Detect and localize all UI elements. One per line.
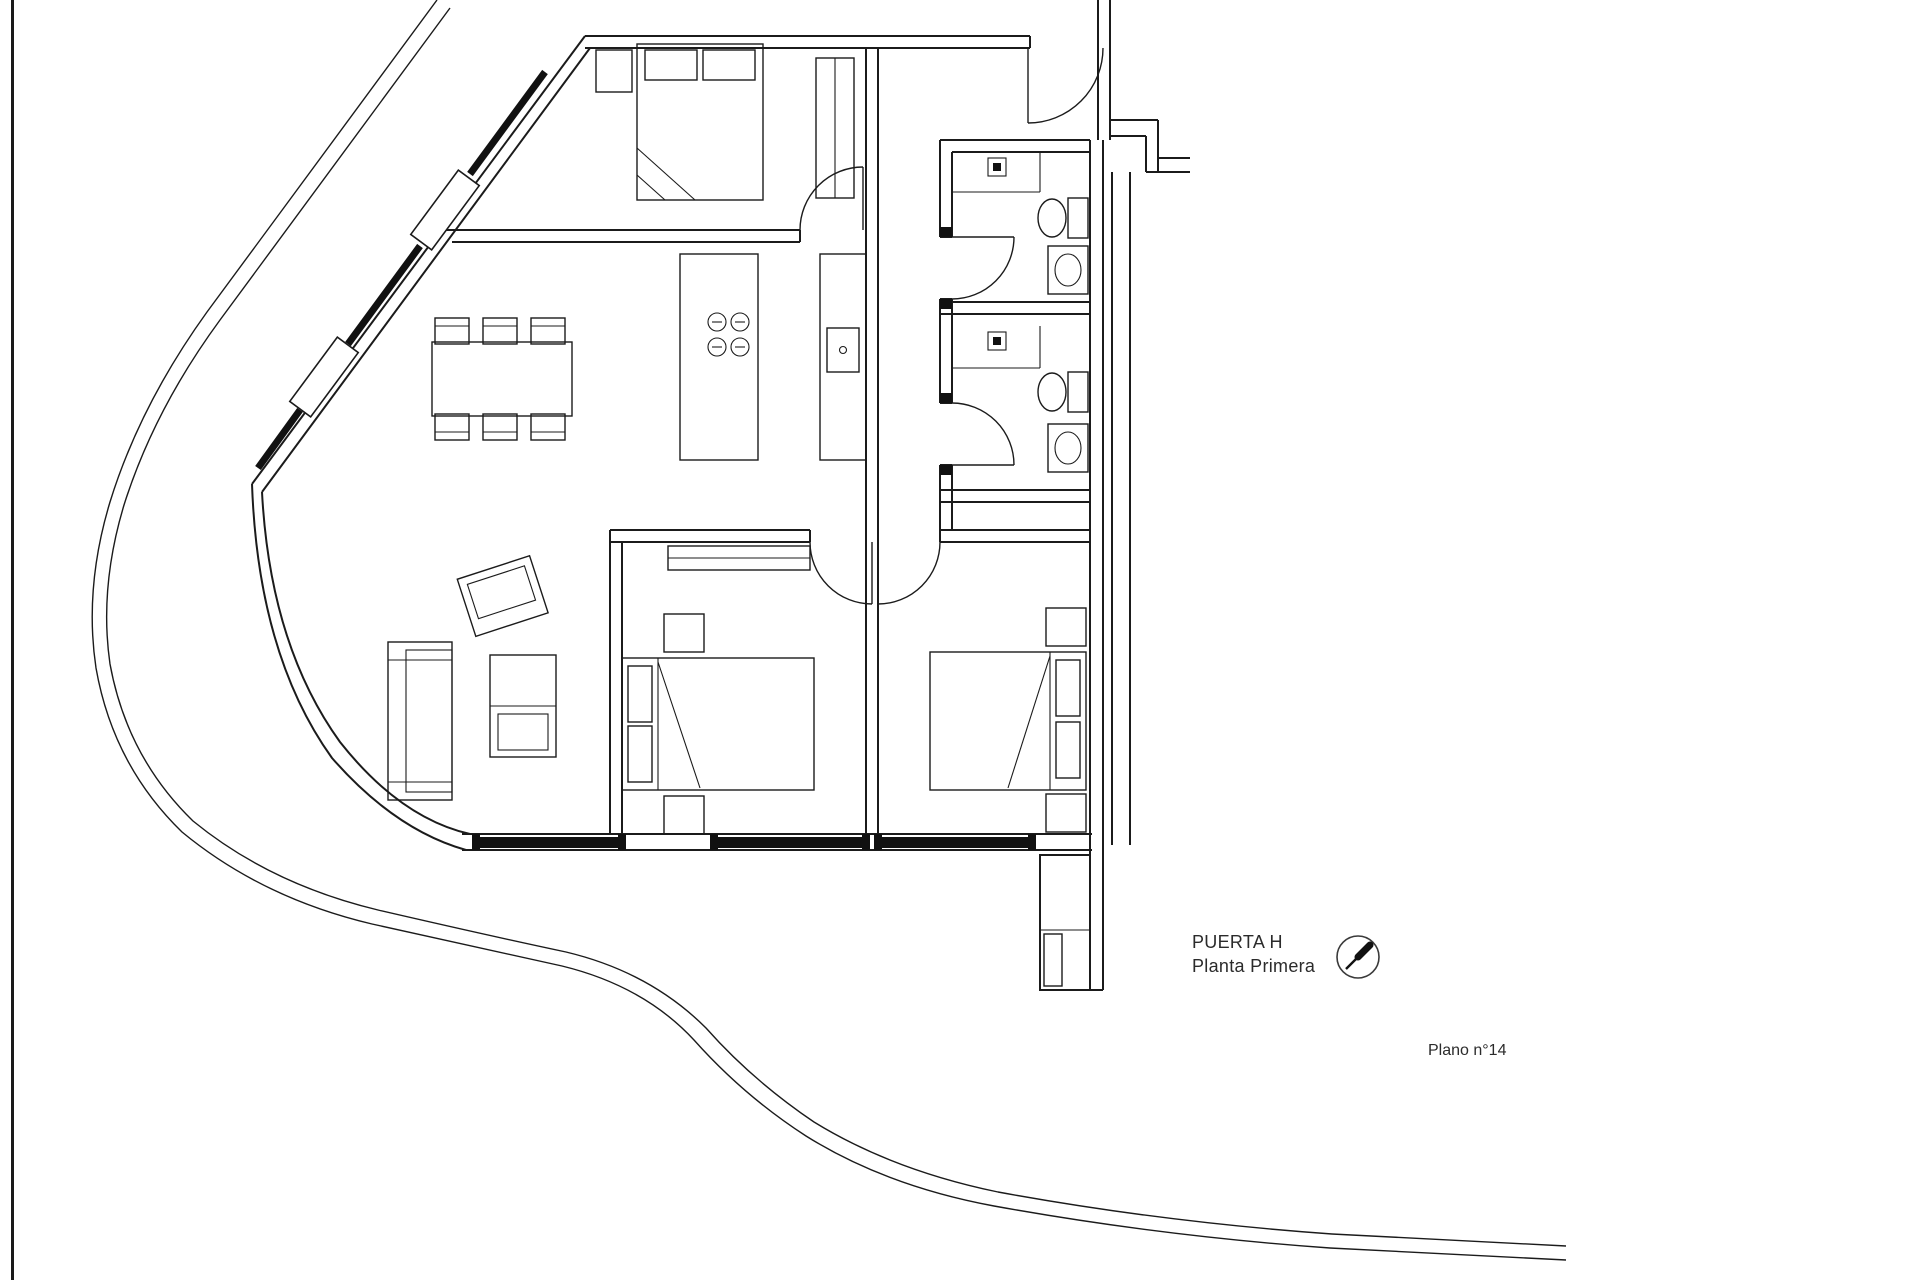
- exterior-terrace-curves: [91, 0, 1567, 1261]
- title-block: PUERTA H Planta Primera: [1192, 930, 1315, 978]
- chair: [482, 413, 518, 441]
- bathroom-2-fixtures: [952, 326, 1089, 473]
- kitchen-counter: [819, 253, 867, 461]
- cooktop: [707, 312, 750, 357]
- kitchen-island: [679, 253, 759, 461]
- bathroom2-door: [951, 402, 1015, 466]
- interior-walls: [445, 48, 1090, 834]
- chair: [530, 413, 566, 441]
- kitchen-sink: [826, 327, 860, 373]
- nightstand: [1045, 607, 1087, 647]
- window-band-bottom-3: [882, 837, 1028, 848]
- furniture-bedroom-3: [929, 607, 1087, 833]
- door-label: PUERTA H: [1192, 932, 1283, 952]
- bedroom3-door: [877, 541, 941, 605]
- bedroom1-door: [799, 166, 864, 231]
- bedroom2-door: [809, 541, 873, 605]
- bed: [636, 43, 764, 201]
- wall-pier: [409, 168, 481, 252]
- toilet-bowl: [1037, 372, 1067, 412]
- armchair: [456, 554, 549, 638]
- sink: [1047, 423, 1089, 473]
- chair: [530, 317, 566, 345]
- window-band-diagonal-1: [467, 69, 548, 177]
- window-band-bottom-1: [480, 837, 618, 848]
- pillow: [1055, 659, 1081, 717]
- pillow: [702, 49, 756, 81]
- dining-set: [431, 317, 573, 441]
- nightstand: [663, 613, 705, 653]
- bed: [621, 657, 815, 791]
- pillow: [627, 665, 653, 723]
- bathroom1-door: [951, 236, 1015, 300]
- pillow: [1055, 721, 1081, 779]
- toilet-bowl: [1037, 198, 1067, 238]
- floor-label: Planta Primera: [1192, 956, 1316, 976]
- north-arrow-icon: [1336, 935, 1380, 979]
- tv-unit: [489, 654, 557, 758]
- bed: [929, 651, 1087, 791]
- nightstand: [1045, 793, 1087, 833]
- wall-pier: [288, 335, 360, 419]
- furniture-bedroom-2: [621, 545, 815, 835]
- living-room-furniture: [387, 554, 557, 801]
- bathroom-1-fixtures: [952, 152, 1089, 295]
- faucet: [838, 345, 848, 355]
- window-band-bottom-2: [718, 837, 862, 848]
- window-band-diagonal-3: [255, 407, 303, 471]
- window-band-diagonal-2: [345, 243, 423, 347]
- toilet-tank: [1067, 197, 1089, 239]
- plan-number-label: Plano n°14: [1428, 1042, 1507, 1059]
- pillow: [627, 725, 653, 783]
- sheet-edge-line: [11, 0, 14, 1280]
- sink: [1047, 245, 1089, 295]
- dining-table: [431, 341, 573, 417]
- chair: [482, 317, 518, 345]
- chair: [434, 317, 470, 345]
- sofa: [387, 641, 453, 801]
- nightstand: [595, 49, 633, 93]
- pillow: [644, 49, 698, 81]
- nightstand: [663, 795, 705, 835]
- toilet-tank: [1067, 371, 1089, 413]
- elevator-shaft: [1039, 854, 1091, 991]
- furniture-bedroom-1: [595, 43, 855, 201]
- doors: [799, 47, 1104, 605]
- entrance-door: [1027, 47, 1104, 124]
- chair: [434, 413, 470, 441]
- windows: [255, 69, 1036, 850]
- kitchen: [679, 253, 867, 461]
- shower-drain: [987, 331, 1007, 351]
- shower-drain: [987, 157, 1007, 177]
